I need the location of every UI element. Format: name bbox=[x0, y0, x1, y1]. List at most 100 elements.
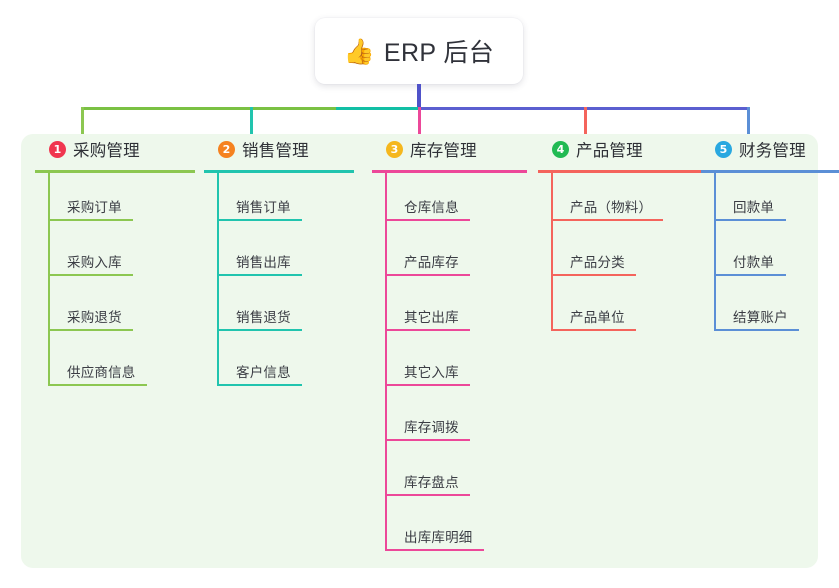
leaf-item[interactable]: 其它入库 bbox=[372, 338, 527, 393]
branch-rule-2 bbox=[204, 170, 354, 173]
leaf-item[interactable]: 付款单 bbox=[701, 228, 839, 283]
branch-header-3[interactable]: 3 库存管理 bbox=[372, 134, 527, 164]
leaf-label: 其它出库 bbox=[404, 310, 459, 325]
leaf-label: 库存盘点 bbox=[404, 475, 459, 490]
leaf-label: 出库库明细 bbox=[404, 530, 473, 545]
leaf-item[interactable]: 结算账户 bbox=[701, 283, 839, 338]
leaf-item[interactable]: 出库库明细 bbox=[372, 503, 527, 558]
branch-column-3[interactable]: 3 库存管理 仓库信息 产品库存 其它出库 其它入库 库存调拨 bbox=[372, 134, 527, 558]
leaf-rule bbox=[48, 274, 133, 276]
leaf-rule bbox=[714, 219, 786, 221]
branch-items-1: 采购订单 采购入库 采购退货 供应商信息 bbox=[35, 173, 195, 393]
leaf-label: 采购入库 bbox=[67, 255, 122, 270]
leaf-rule bbox=[551, 219, 663, 221]
leaf-rule bbox=[385, 494, 470, 496]
leaf-label: 仓库信息 bbox=[404, 200, 459, 215]
leaf-rule bbox=[551, 329, 636, 331]
leaf-rule bbox=[385, 439, 470, 441]
leaf-item[interactable]: 供应商信息 bbox=[35, 338, 195, 393]
branch-badge-3: 3 bbox=[386, 140, 403, 158]
branch-column-4[interactable]: 4 产品管理 产品（物料） 产品分类 产品单位 bbox=[538, 134, 708, 338]
leaf-item[interactable]: 采购退货 bbox=[35, 283, 195, 338]
root-node[interactable]: 👍 ERP 后台 bbox=[315, 18, 523, 84]
leaf-label: 付款单 bbox=[733, 255, 775, 270]
leaf-label: 销售订单 bbox=[236, 200, 291, 215]
connector-bar-segment-a bbox=[81, 107, 337, 110]
leaf-rule bbox=[48, 329, 133, 331]
leaf-label: 产品单位 bbox=[570, 310, 625, 325]
leaf-rule bbox=[385, 274, 470, 276]
branch-title-2: 销售管理 bbox=[242, 142, 309, 160]
branch-spine-5 bbox=[714, 173, 716, 331]
leaf-item[interactable]: 销售出库 bbox=[204, 228, 354, 283]
leaf-rule bbox=[714, 329, 799, 331]
leaf-item[interactable]: 产品单位 bbox=[538, 283, 708, 338]
connector-drop-5 bbox=[747, 107, 750, 146]
leaf-item[interactable]: 回款单 bbox=[701, 173, 839, 228]
branch-column-2[interactable]: 2 销售管理 销售订单 销售出库 销售退货 客户信息 bbox=[204, 134, 354, 393]
connector-root-stem bbox=[417, 84, 421, 109]
branch-rule-4 bbox=[538, 170, 708, 173]
leaf-item[interactable]: 客户信息 bbox=[204, 338, 354, 393]
leaf-item[interactable]: 采购订单 bbox=[35, 173, 195, 228]
branch-spine-3 bbox=[385, 173, 387, 551]
leaf-rule bbox=[385, 219, 470, 221]
leaf-item[interactable]: 库存调拨 bbox=[372, 393, 527, 448]
leaf-rule bbox=[551, 274, 636, 276]
branch-title-3: 库存管理 bbox=[410, 142, 477, 160]
leaf-rule bbox=[385, 329, 470, 331]
branch-header-5[interactable]: 5 财务管理 bbox=[701, 134, 839, 164]
leaf-item[interactable]: 采购入库 bbox=[35, 228, 195, 283]
leaf-rule bbox=[48, 384, 147, 386]
connector-drop-2 bbox=[250, 107, 253, 146]
leaf-label: 采购订单 bbox=[67, 200, 122, 215]
leaf-rule bbox=[217, 329, 302, 331]
branch-badge-5: 5 bbox=[715, 140, 732, 158]
branch-items-4: 产品（物料） 产品分类 产品单位 bbox=[538, 173, 708, 338]
leaf-rule bbox=[217, 219, 302, 221]
branch-spine-2 bbox=[217, 173, 219, 386]
leaf-item[interactable]: 产品（物料） bbox=[538, 173, 708, 228]
leaf-item[interactable]: 销售退货 bbox=[204, 283, 354, 338]
branch-rule-5 bbox=[701, 170, 839, 173]
branch-header-2[interactable]: 2 销售管理 bbox=[204, 134, 354, 164]
leaf-rule bbox=[217, 274, 302, 276]
branch-badge-1: 1 bbox=[49, 140, 66, 158]
leaf-item[interactable]: 产品分类 bbox=[538, 228, 708, 283]
leaf-item[interactable]: 仓库信息 bbox=[372, 173, 527, 228]
branch-badge-2: 2 bbox=[218, 140, 235, 158]
connector-drop-4 bbox=[584, 107, 587, 146]
leaf-label: 产品库存 bbox=[404, 255, 459, 270]
leaf-rule bbox=[385, 549, 484, 551]
branch-items-5: 回款单 付款单 结算账户 bbox=[701, 173, 839, 338]
branch-column-5[interactable]: 5 财务管理 回款单 付款单 结算账户 bbox=[701, 134, 839, 338]
leaf-rule bbox=[48, 219, 133, 221]
leaf-rule bbox=[217, 384, 302, 386]
branch-title-1: 采购管理 bbox=[73, 142, 140, 160]
leaf-label: 客户信息 bbox=[236, 365, 291, 380]
branch-items-2: 销售订单 销售出库 销售退货 客户信息 bbox=[204, 173, 354, 393]
branch-header-1[interactable]: 1 采购管理 bbox=[35, 134, 195, 164]
branch-rule-1 bbox=[35, 170, 195, 173]
leaf-item[interactable]: 销售订单 bbox=[204, 173, 354, 228]
connector-drop-3 bbox=[418, 107, 421, 146]
leaf-label: 产品（物料） bbox=[570, 200, 653, 215]
branch-items-3: 仓库信息 产品库存 其它出库 其它入库 库存调拨 库存盘点 bbox=[372, 173, 527, 558]
leaf-rule bbox=[714, 274, 786, 276]
leaf-label: 产品分类 bbox=[570, 255, 625, 270]
leaf-item[interactable]: 其它出库 bbox=[372, 283, 527, 338]
leaf-rule bbox=[385, 384, 470, 386]
leaf-label: 结算账户 bbox=[733, 310, 788, 325]
leaf-item[interactable]: 产品库存 bbox=[372, 228, 527, 283]
branch-header-4[interactable]: 4 产品管理 bbox=[538, 134, 708, 164]
leaf-label: 库存调拨 bbox=[404, 420, 459, 435]
leaf-label: 采购退货 bbox=[67, 310, 122, 325]
leaf-label: 销售出库 bbox=[236, 255, 291, 270]
branch-column-1[interactable]: 1 采购管理 采购订单 采购入库 采购退货 供应商信息 bbox=[35, 134, 195, 393]
branch-spine-4 bbox=[551, 173, 553, 331]
leaf-item[interactable]: 库存盘点 bbox=[372, 448, 527, 503]
thumbs-up-icon: 👍 bbox=[343, 36, 375, 66]
branch-badge-4: 4 bbox=[552, 140, 569, 158]
leaf-label: 供应商信息 bbox=[67, 365, 136, 380]
leaf-label: 其它入库 bbox=[404, 365, 459, 380]
